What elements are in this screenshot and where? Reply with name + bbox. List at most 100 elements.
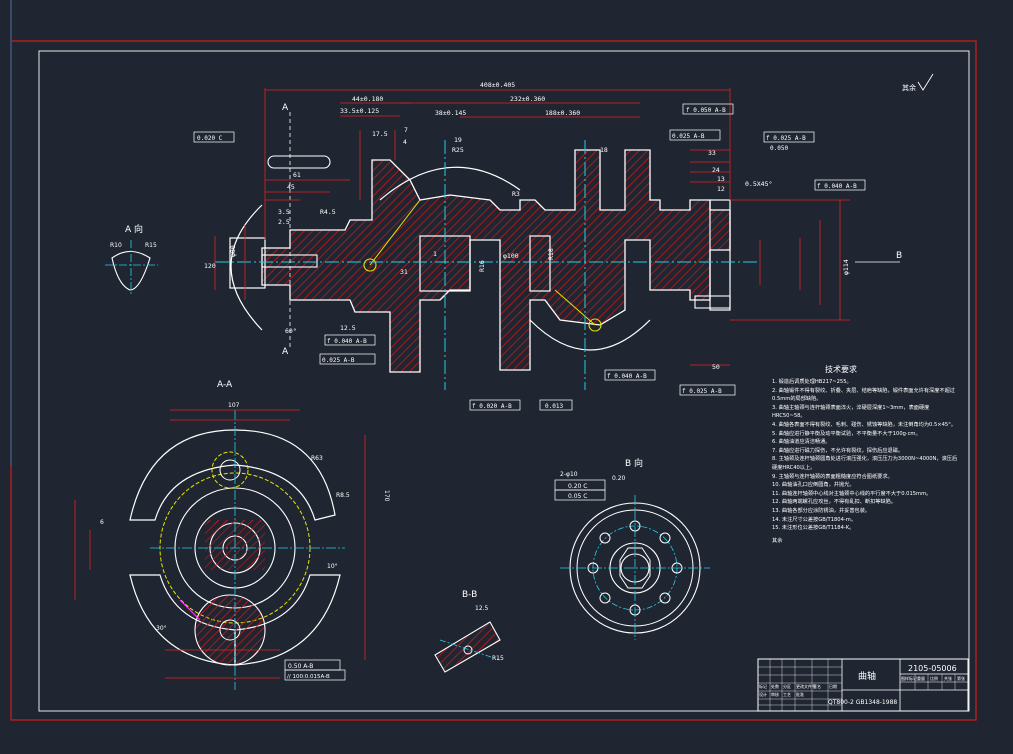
tb-row-8: 工艺 <box>783 692 791 697</box>
dim-d10: 2.5 <box>278 218 290 226</box>
tech-req-item: 3. 曲轴主轴颈与连杆轴颈表面淬火，淬硬层深度1~3mm，表面硬度HRC50~5… <box>772 404 930 420</box>
dim-d18: R25 <box>452 146 464 154</box>
dim-d5: 188±0.360 <box>545 109 580 117</box>
section-b-label: B-B <box>462 590 477 600</box>
roughness-symbol-top <box>917 73 934 91</box>
tol-frame-6 <box>324 334 376 346</box>
oil-hole-2 <box>588 318 602 332</box>
tol-1: f 0.050 A-B <box>686 107 726 114</box>
tol-10: f 0.025 A-B <box>682 388 722 395</box>
aa-tol-2: // 100:0.015A-B <box>287 674 330 680</box>
tech-req-item: 14. 未注尺寸公差按GB/T1804-m。 <box>772 516 857 523</box>
tb-part-name: 曲轴 <box>858 670 876 682</box>
tb-row-5: 日期 <box>829 683 837 689</box>
oil-passage-1 <box>369 199 421 266</box>
dim-d19: 19 <box>454 136 462 144</box>
aa-dim-170: 170 <box>383 490 390 502</box>
tech-req-item: 6. 曲轴油道应清洁畅通。 <box>772 439 831 446</box>
tol-frame-2 <box>763 131 815 143</box>
aa-dim-10deg: 10° <box>327 563 338 570</box>
tol-frame-16 <box>669 129 721 141</box>
tb-row-1: 处数 <box>771 683 779 689</box>
dim-d16: 12 <box>717 185 725 193</box>
tech-req-item: 5. 曲轴应进行静平衡及动平衡试验，不平衡量不大于100g·cm。 <box>772 430 921 437</box>
counterweight-lower <box>529 319 651 351</box>
b-tol-2: 0.05 C <box>568 493 587 500</box>
tol-frame-1 <box>682 103 734 115</box>
tech-req-item: 4. 曲轴各表面不得有裂纹、毛刺、碰伤、锈蚀等缺陷，未注倒角均为0.5×45°。 <box>772 421 957 428</box>
tb-row-2: 分区 <box>783 683 791 689</box>
dim-overall: 408±0.405 <box>480 81 515 89</box>
tech-req-item: 15. 未注形位公差按GB/T1184-K。 <box>772 525 855 532</box>
tech-req-item: 1. 锻造后调质处理HB217~255。 <box>772 379 852 385</box>
tb-header-3: 共张 <box>944 675 952 681</box>
arrow-a-top: A <box>282 103 289 113</box>
tol-frame-5 <box>319 353 376 365</box>
tol-2: f 0.025 A-B <box>766 135 806 142</box>
arrow-b: B <box>896 251 902 261</box>
tb-drawing-no: 2105-05006 <box>908 664 957 673</box>
tb-row-3: 更改文件号 <box>796 683 816 689</box>
tech-req-item: 11. 曲轴连杆轴颈中心线对主轴颈中心线的平行度不大于0.015mm。 <box>772 490 932 497</box>
tb-header-0: 图样标记 <box>901 675 917 681</box>
view-a-dim-r15: R15 <box>145 242 157 249</box>
tech-req-item: 9. 主轴颈与连杆轴颈的表面粗糙度应符合图纸要求。 <box>772 473 893 480</box>
tech-req-item: 2. 曲轴锻件不得有裂纹、折叠、夹层、结疤等缺陷，锻件表面允许有深度不超过0.5… <box>772 387 955 403</box>
dim-d21: R3 <box>512 190 520 198</box>
tech-req-item: 12. 曲轴两端螺孔应攻丝，不得有乱扣、断扣等缺陷。 <box>772 499 897 506</box>
tol-13: 0.020 C <box>197 135 223 142</box>
tol-frame-10 <box>679 384 736 396</box>
tech-req-roughness: 其余 <box>772 537 783 544</box>
tol-6: f 0.040 A-B <box>327 338 367 345</box>
b-dim-holes: 2-φ10 <box>560 471 578 478</box>
view-a-detail: R10 R15 <box>105 240 158 295</box>
view-a-dim-r10: R10 <box>110 242 122 249</box>
dim-d1: 44±0.180 <box>352 95 383 103</box>
tol-frame-8 <box>604 369 656 381</box>
main-crankshaft-view: 408±0.405 44±0.180 33.5±0.125 232±0.360 … <box>125 73 934 411</box>
tb-row-7: 审核 <box>771 691 779 697</box>
dim-d4: 38±0.145 <box>435 109 466 117</box>
tb-header-1: 重量 <box>917 675 925 681</box>
aa-dim-r63: R63 <box>311 455 323 462</box>
title-block: 曲轴 2105-05006 QT800-2 GB1348-1988 图样标记 重… <box>757 658 969 712</box>
flange-end <box>709 199 731 311</box>
tol-9: 0.013 <box>545 403 563 410</box>
view-a-label: A 向 <box>125 223 143 235</box>
tol-frame-7 <box>469 399 521 411</box>
counterweight-upper <box>379 166 521 201</box>
dim-d22: R16 <box>478 260 486 272</box>
dim-d24: φ114 <box>842 259 850 275</box>
bb-dim-12-5: 12.5 <box>475 605 489 612</box>
dim-d17: 0.5X45° <box>745 180 772 188</box>
dim-d27: 50 <box>712 363 720 371</box>
aa-dim-107: 107 <box>228 402 240 409</box>
dim-d20: R4.5 <box>320 208 336 216</box>
section-a-label: A-A <box>217 380 233 390</box>
dim-d12: 18 <box>600 146 608 154</box>
tol-frame-9 <box>539 399 573 411</box>
tech-req-item: 13. 曲轴各部分应涂防锈油，并妥善包装。 <box>772 507 871 514</box>
tb-row-0: 标记 <box>759 683 767 689</box>
section-b-b-view: B-B R15 12.5 <box>434 590 504 673</box>
dim-d45: 4 <box>403 138 407 146</box>
tb-header-2: 比例 <box>930 675 938 681</box>
dim-d26: 60° <box>285 327 297 335</box>
tol-7: f 0.020 A-B <box>472 403 512 410</box>
tb-row-4: 签名 <box>813 683 821 689</box>
dim-d11: 31 <box>400 268 408 276</box>
view-b-label: B 向 <box>625 457 643 469</box>
dim-d13: 33 <box>708 149 716 157</box>
oil-hole-1 <box>363 258 377 272</box>
crank-pin-2 <box>529 235 551 292</box>
dim-d23: R18 <box>547 248 555 260</box>
aa-tol-1: 0.50 A-B <box>288 663 313 670</box>
tb-row-6: 设计 <box>759 691 767 697</box>
tech-req-title: 技术要求 <box>825 364 857 374</box>
aa-dim-r8: R8.5 <box>336 492 350 499</box>
tech-req-item: 10. 曲轴油孔口应倒圆角，并抛光。 <box>772 482 855 489</box>
tech-req-item: 8. 主轴颈及连杆轴颈圆角处进行滚压强化，滚压压力为3000N~4000N，滚压… <box>772 456 958 471</box>
tb-material: QT800-2 GB1348-1988 <box>828 699 897 706</box>
dim-d46: 7 <box>404 126 408 134</box>
